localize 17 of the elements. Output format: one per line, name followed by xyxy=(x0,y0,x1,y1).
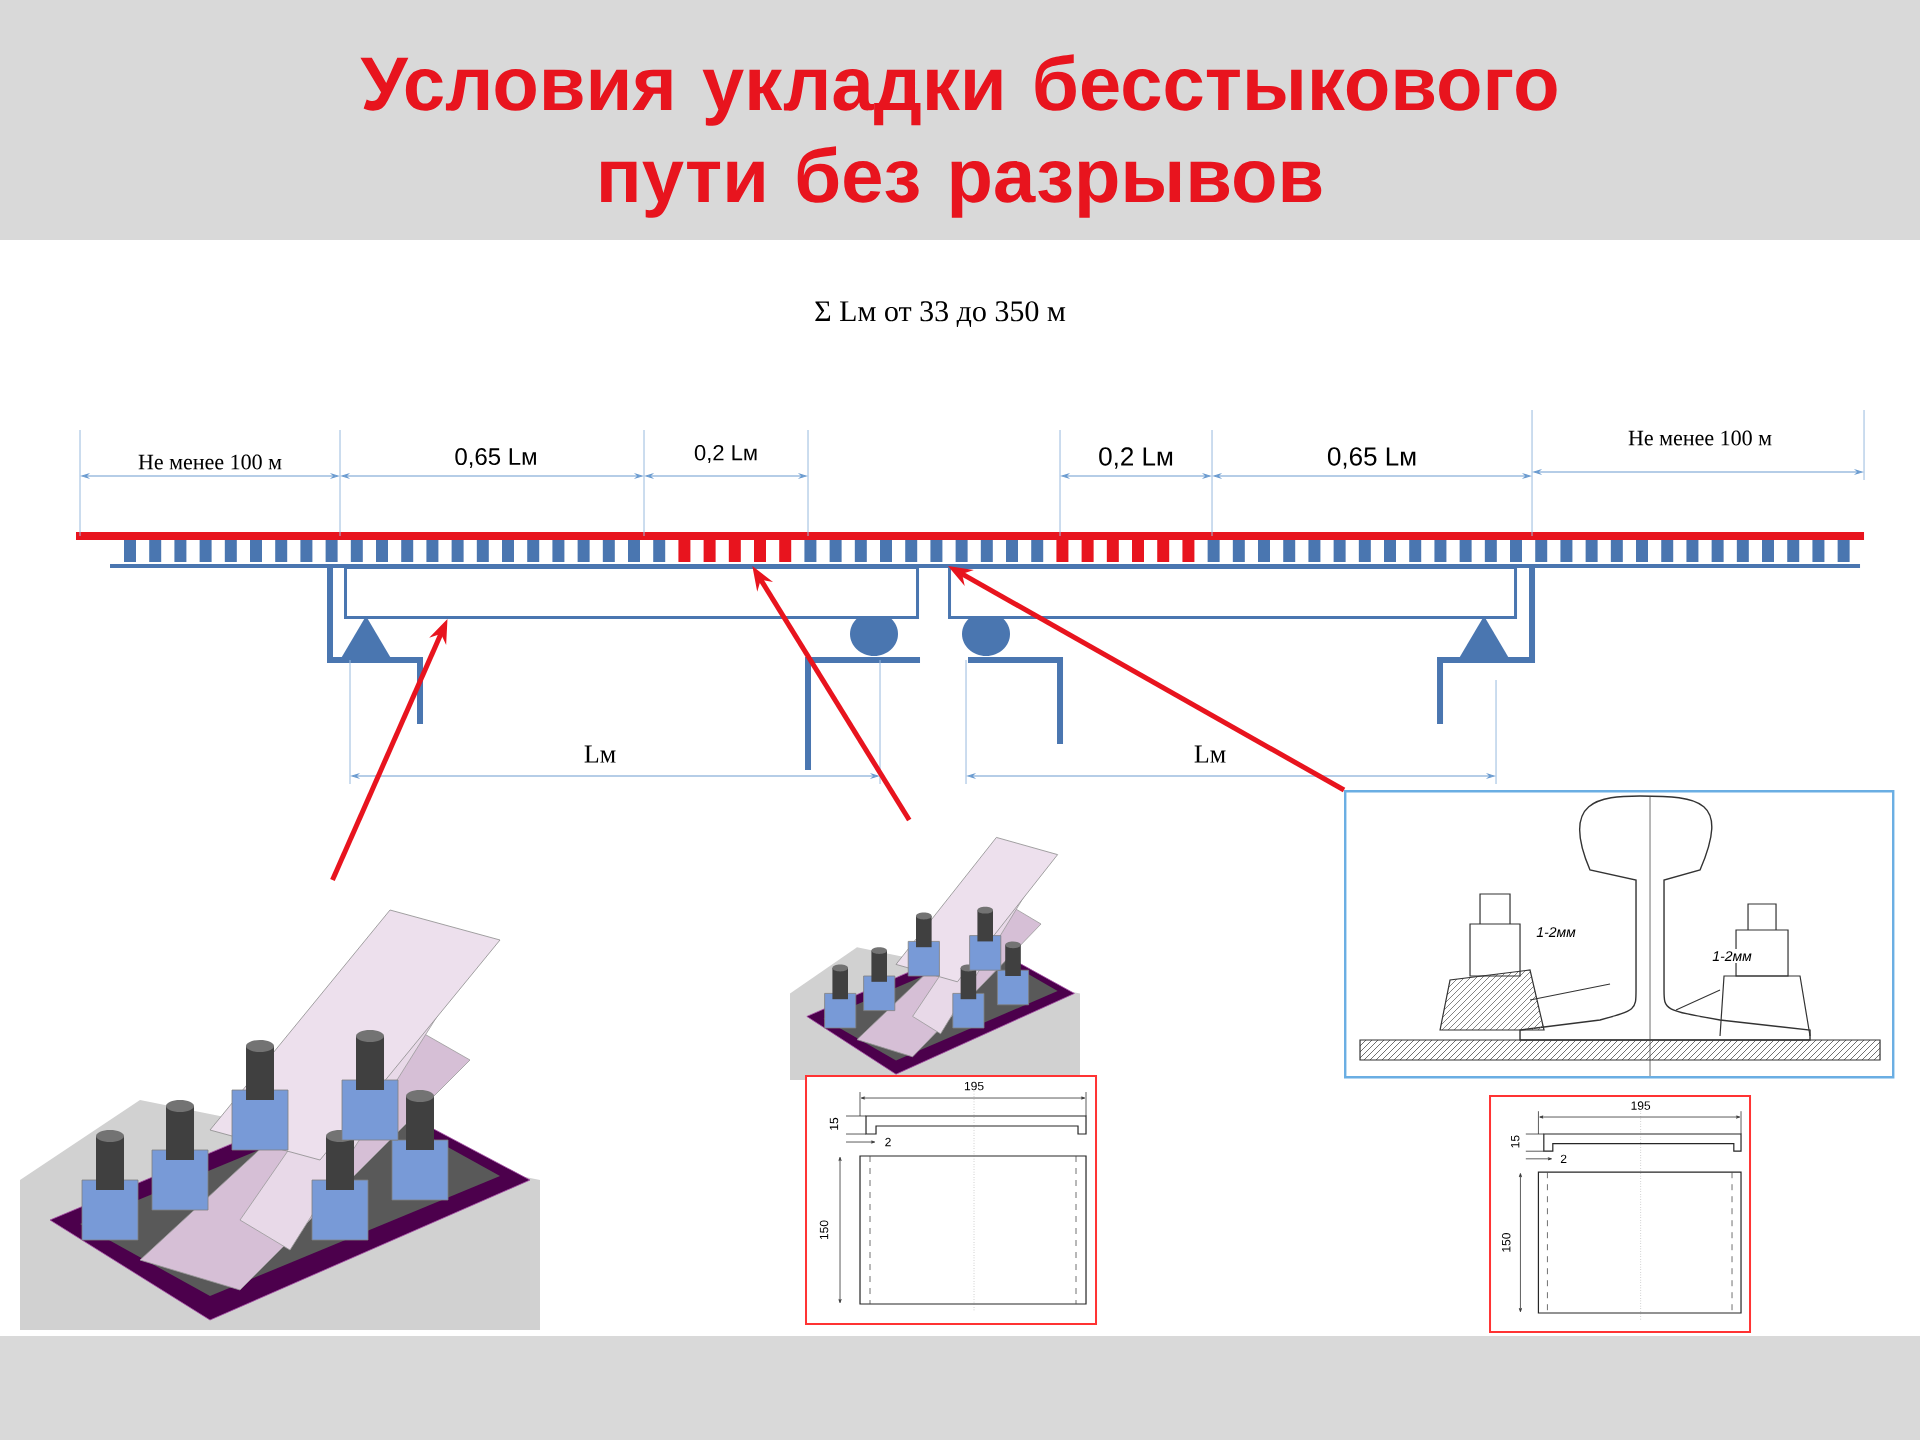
dimension-label: 0,2 Lм xyxy=(1099,447,1173,469)
dimension-label: 0,65 Lм xyxy=(455,448,536,468)
dimension-label: 0,2 Lм xyxy=(694,444,757,464)
span-box xyxy=(948,566,1517,619)
rail-fastening-drawing xyxy=(20,909,540,1330)
rail-cross-section-drawing xyxy=(1439,893,1811,1037)
title: Условия укладки бесстыкового пути без разрывов xyxy=(360,54,1557,218)
rail-cross-section-drawing xyxy=(1359,1039,1881,1061)
span-box xyxy=(344,566,919,619)
dimension-label: Не менее 100 м xyxy=(138,454,282,470)
dimension-label: 0,65 Lм xyxy=(1327,447,1416,469)
dimension-label: Lм xyxy=(584,745,616,763)
dimension-label: Не менее 100 м xyxy=(1628,430,1772,446)
dimension-label: Lм xyxy=(1194,745,1226,763)
rail-fastening-drawing xyxy=(790,837,1080,1080)
formula-label: Σ Lм от 33 до 350 м xyxy=(815,301,1066,327)
rail-cross-section-drawing xyxy=(1344,790,1895,1079)
